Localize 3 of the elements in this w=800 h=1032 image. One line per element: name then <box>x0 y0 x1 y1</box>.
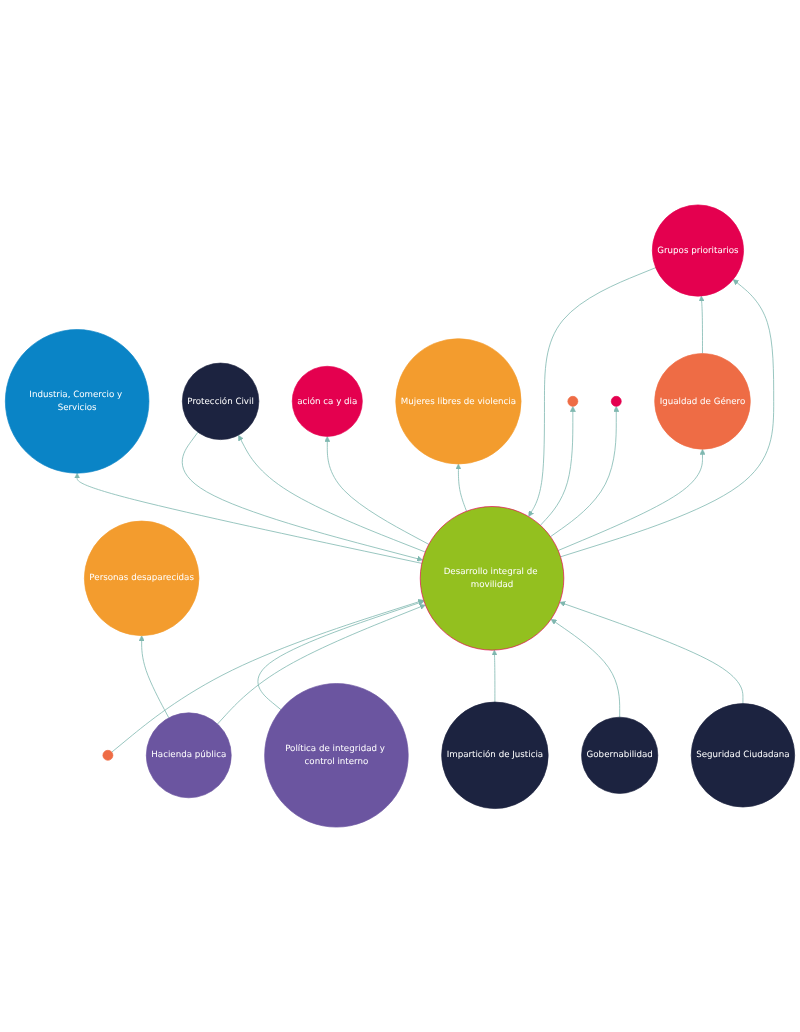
node-circle <box>610 396 622 407</box>
node-circle <box>102 749 114 761</box>
node-circle <box>567 396 579 407</box>
